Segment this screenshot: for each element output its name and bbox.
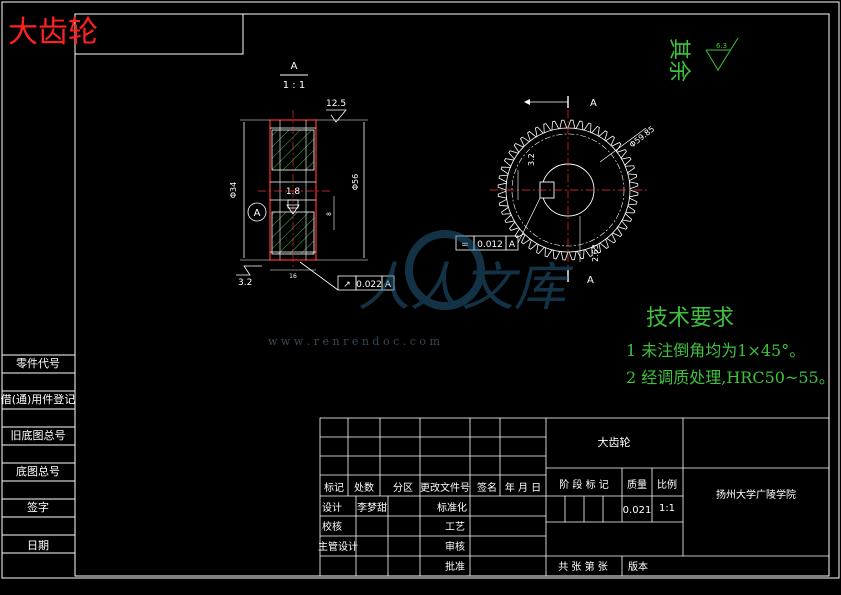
version-label: 版本 — [628, 560, 648, 573]
roughness-others-text: 其余 — [666, 38, 691, 82]
row-standard: 标准化 — [437, 501, 467, 514]
row-process: 工艺 — [445, 521, 465, 533]
rev-header-sign: 签名 — [477, 481, 497, 494]
roughness-bottom: 3.2 — [238, 278, 252, 288]
tech-item-1: 1 未注倒角均为1×45°。 — [626, 341, 805, 360]
row-lead-design: 主管设计 — [318, 540, 358, 553]
rev-header-zone: 分区 — [393, 482, 413, 494]
mass-header: 质量 — [627, 479, 647, 491]
row-review: 审核 — [445, 540, 465, 553]
row-approve: 批准 — [445, 560, 465, 573]
mass-value: 0.021 — [623, 505, 652, 516]
drawing-label: 大齿轮 — [8, 15, 98, 50]
strip-label-old-base: 旧底图总号 — [11, 428, 66, 442]
tolerance-value-symmetry: 0.012 — [477, 240, 503, 250]
stage-header: 阶 段 标 记 — [559, 478, 609, 491]
scale-header: 比例 — [657, 478, 677, 491]
row-design: 设计 — [322, 501, 342, 514]
roughness-top: 12.5 — [326, 99, 346, 109]
datum-label: A — [254, 208, 261, 219]
strip-label-date: 日期 — [27, 539, 49, 552]
strip-label-signature: 签字 — [27, 500, 49, 514]
strip-label-part-code: 零件代号 — [16, 357, 60, 370]
section-mark-bottom: A — [587, 275, 594, 286]
section-mark-top: A — [590, 98, 597, 109]
dim-inner: 1.8 — [286, 187, 301, 197]
dim-keyway: 2.63 — [591, 244, 600, 262]
part-name: 大齿轮 — [598, 435, 631, 449]
section-label: A — [291, 61, 298, 72]
tech-heading: 技术要求 — [646, 306, 734, 331]
rev-header-mark: 标记 — [324, 482, 344, 494]
drawing-border — [1, 1, 840, 579]
front-view: A 1 : 1 1.8 Φ34 A Φ56 — [229, 61, 395, 291]
rev-header-count: 处数 — [354, 481, 374, 494]
watermark-text: 人人文库 — [358, 258, 574, 318]
rev-header-doc: 更改文件号 — [420, 481, 470, 494]
roughness-others-value: 6.3 — [716, 42, 727, 50]
tolerance-datum-runout: A — [385, 280, 392, 290]
label-box — [74, 13, 244, 55]
row-check: 校核 — [322, 520, 342, 533]
dim-diameter: Φ59.85 — [628, 125, 657, 150]
designer-name: 李梦甜 — [357, 501, 387, 514]
left-strip — [2, 354, 75, 554]
scale-label: 1 : 1 — [283, 80, 305, 91]
strip-label-base: 底图总号 — [16, 464, 60, 478]
school-name: 扬州大学广陵学院 — [716, 488, 796, 501]
tolerance-datum-symmetry: A — [509, 240, 516, 250]
sheets-label: 共 张 第 张 — [558, 560, 608, 573]
roughness-keyway: 3.2 — [527, 153, 536, 166]
strip-label-borrowed: 借(通)用件登记 — [1, 392, 76, 406]
watermark-url: w w w . r e n r e n d o c . c o m — [268, 335, 440, 348]
tolerance-value-runout: 0.022 — [356, 280, 382, 290]
tolerance-symbol-runout: ↗ — [343, 280, 351, 290]
rev-header-date: 年 月 日 — [505, 481, 541, 494]
watermark: 人人文库 w w w . r e n r e n d o c . c o m — [268, 230, 574, 348]
dim-left: Φ34 — [229, 182, 238, 198]
roughness-others: 其余 6.3 — [666, 37, 739, 82]
scale-value: 1:1 — [659, 503, 675, 514]
title-block — [319, 417, 830, 577]
tech-item-2: 2 经调质处理,HRC50~55。 — [626, 368, 835, 387]
dim-right: Φ56 — [351, 174, 360, 190]
dim-small: 8 — [326, 212, 333, 216]
dim-bottom: 16 — [289, 273, 297, 280]
tolerance-symbol-symmetry: = — [461, 240, 469, 250]
